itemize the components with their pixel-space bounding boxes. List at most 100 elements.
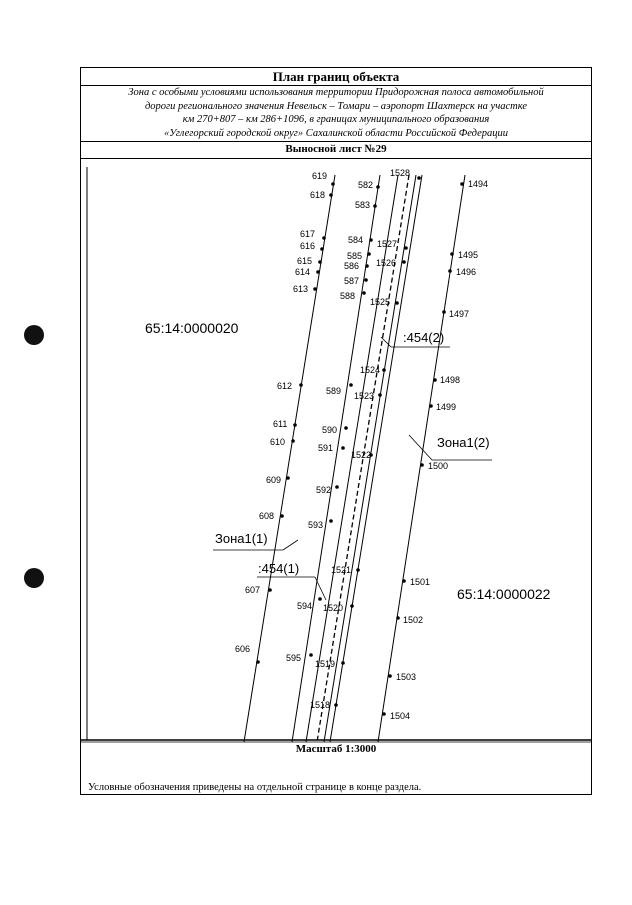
leader-line	[282, 539, 299, 551]
vertex	[341, 661, 345, 665]
point-label: 1497	[449, 309, 469, 319]
boundary-line-road-inner	[305, 174, 399, 743]
point-label: 585	[347, 251, 362, 261]
object-description: Зона с особыми условиями использования т…	[81, 85, 591, 142]
plan-title: План границ объекта	[81, 68, 591, 86]
vertex	[286, 476, 290, 480]
vertex	[256, 660, 260, 664]
vertex	[433, 378, 437, 382]
vertex	[318, 260, 322, 264]
vertex	[349, 383, 353, 387]
point-label: 606	[235, 644, 250, 654]
point-label: 1527	[377, 239, 397, 249]
point-label: 588	[340, 291, 355, 301]
boundary-line-western	[243, 174, 336, 743]
vertex	[341, 446, 345, 450]
vertex	[460, 182, 464, 186]
zone-label: :454(1)	[258, 561, 299, 576]
vertex	[331, 182, 335, 186]
sheet-number: Выносной лист №29	[81, 141, 591, 159]
point-label: 1504	[390, 711, 410, 721]
boundary-line-road-west	[291, 174, 381, 743]
point-label: 1521	[331, 565, 351, 575]
vertex	[388, 674, 392, 678]
point-label: 1526	[376, 258, 396, 268]
vertex	[382, 712, 386, 716]
description-line: км 270+807 – км 286+1096, в границах мун…	[182, 114, 490, 125]
zone-label: :454(2)	[403, 330, 444, 345]
point-label: 1494	[468, 179, 488, 189]
point-label: 1495	[458, 250, 478, 260]
point-label: 594	[297, 601, 312, 611]
vertex	[373, 204, 377, 208]
boundary-line-road-edge	[329, 174, 423, 743]
description-line: дороги регионального значения Невельск –…	[144, 100, 528, 112]
point-label: 1502	[403, 615, 423, 625]
vertex	[402, 579, 406, 583]
leader-line	[408, 434, 433, 461]
vertex	[320, 247, 324, 251]
description-line: Зона с особыми условиями использования т…	[128, 87, 544, 98]
legend-note: Условные обозначения приведены на отдель…	[88, 782, 422, 793]
vertex	[429, 404, 433, 408]
vertex	[316, 270, 320, 274]
leader-line	[314, 576, 327, 601]
point-label: 1501	[410, 577, 430, 587]
point-label: 607	[245, 585, 260, 595]
parcel-label: 65:14:0000020	[145, 320, 239, 336]
point-label: 615	[297, 256, 312, 266]
vertex	[268, 588, 272, 592]
vertex	[378, 393, 382, 397]
point-label: 609	[266, 475, 281, 485]
vertex	[365, 264, 369, 268]
vertex	[395, 301, 399, 305]
point-label: 1522	[351, 450, 371, 460]
sheet-frame: План границ объекта Зона с особыми услов…	[80, 67, 592, 795]
point-label: 1525	[370, 297, 390, 307]
point-label: 1500	[428, 461, 448, 471]
point-label: 1520	[323, 603, 343, 613]
point-label: 1518	[310, 700, 330, 710]
vertex	[335, 485, 339, 489]
vertex	[329, 193, 333, 197]
vertex	[448, 269, 452, 273]
map-scale: Масштаб 1:3000	[295, 743, 377, 755]
vertex	[318, 597, 322, 601]
vertex	[367, 252, 371, 256]
vertex	[356, 568, 360, 572]
point-label: 587	[344, 276, 359, 286]
point-label: 1519	[315, 659, 335, 669]
vertex	[396, 616, 400, 620]
zone-label: Зона1(1)	[215, 531, 268, 546]
point-label: 619	[312, 171, 327, 181]
vertex	[369, 453, 373, 457]
vertex	[344, 426, 348, 430]
vertex	[404, 246, 408, 250]
point-label: 593	[308, 520, 323, 530]
description-line: «Углегорский городской округ» Сахалинско…	[164, 127, 508, 139]
leader-line	[380, 336, 392, 348]
vertex	[350, 604, 354, 608]
point-label: 1499	[436, 402, 456, 412]
point-label: 589	[326, 386, 341, 396]
point-label: 591	[318, 443, 333, 453]
vertex	[376, 185, 380, 189]
parcel-label: 65:14:0000022	[457, 586, 551, 602]
point-label: 1503	[396, 672, 416, 682]
vertex	[417, 176, 421, 180]
vertex	[442, 310, 446, 314]
point-label: 586	[344, 261, 359, 271]
point-label: 617	[300, 229, 315, 239]
point-label: 582	[358, 180, 373, 190]
vertex	[402, 260, 406, 264]
vertex	[322, 236, 326, 240]
binder-hole-bottom	[24, 568, 44, 588]
point-label: 612	[277, 381, 292, 391]
boundary-line-road-east	[323, 174, 417, 743]
point-label: 614	[295, 267, 310, 277]
point-label: 590	[322, 425, 337, 435]
point-label: 616	[300, 241, 315, 251]
point-label: 610	[270, 437, 285, 447]
vertex	[334, 703, 338, 707]
vertex	[291, 439, 295, 443]
